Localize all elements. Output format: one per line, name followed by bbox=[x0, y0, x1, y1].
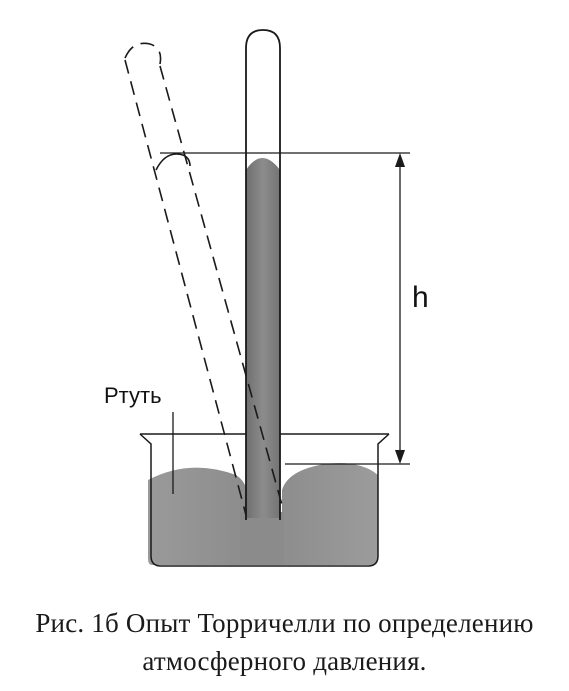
dish-mercury bbox=[148, 463, 378, 565]
height-label: h bbox=[412, 281, 429, 314]
caption-line-2: атмосферного давления. bbox=[142, 646, 427, 676]
mercury-label: Ртуть bbox=[104, 383, 162, 408]
dish-outline bbox=[139, 433, 390, 567]
tube-mercury-column bbox=[246, 158, 280, 518]
caption-line-1: Рис. 1б Опыт Торричелли по определению bbox=[35, 608, 534, 638]
dish-mercury-under-tube bbox=[240, 512, 284, 565]
vertical-tube bbox=[245, 29, 281, 520]
height-measurement bbox=[160, 152, 410, 465]
tilted-tube-dashed bbox=[124, 42, 283, 516]
